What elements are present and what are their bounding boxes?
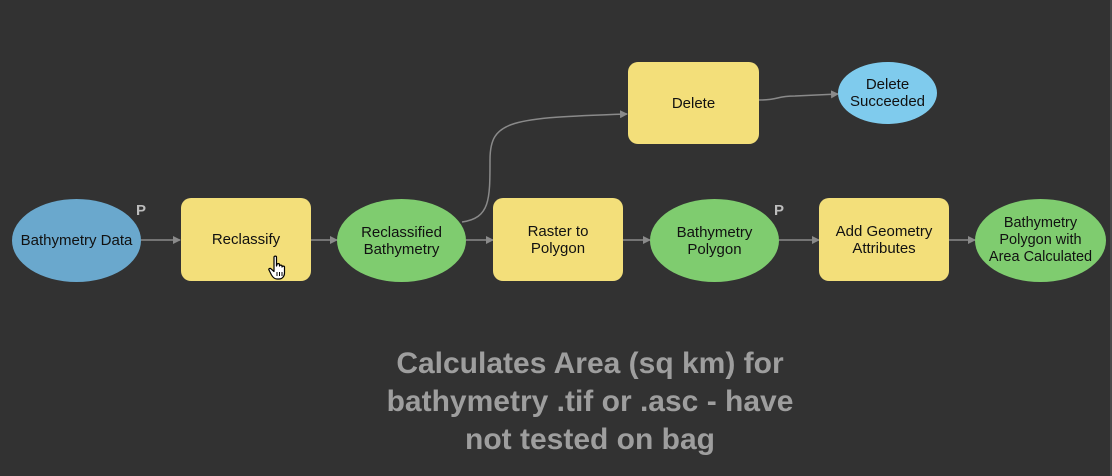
connector-delete-to-succeeded [758, 90, 839, 101]
node-raster-to-polygon[interactable]: Raster to Polygon [493, 198, 623, 281]
node-bathymetry-polygon[interactable]: Bathymetry Polygon [650, 199, 779, 282]
node-bathymetry-polygon-area[interactable]: Bathymetry Polygon with Area Calculated [975, 199, 1106, 282]
parameter-tag: P [136, 202, 147, 219]
connector-reclassified-to-delete [461, 110, 628, 223]
hand-cursor-icon [268, 255, 286, 280]
node-reclassify[interactable]: Reclassify [181, 198, 311, 281]
node-delete-succeeded[interactable]: Delete Succeeded [838, 62, 937, 124]
window-edge [1110, 0, 1112, 476]
node-add-geometry-attributes[interactable]: Add Geometry Attributes [819, 198, 949, 281]
node-delete[interactable]: Delete [628, 62, 759, 144]
node-reclassified-bathymetry[interactable]: Reclassified Bathymetry [337, 199, 466, 282]
node-bathymetry-data[interactable]: Bathymetry Data [12, 199, 141, 282]
parameter-tag: P [774, 202, 785, 219]
model-description: Calculates Area (sq km) for bathymetry .… [386, 347, 794, 456]
